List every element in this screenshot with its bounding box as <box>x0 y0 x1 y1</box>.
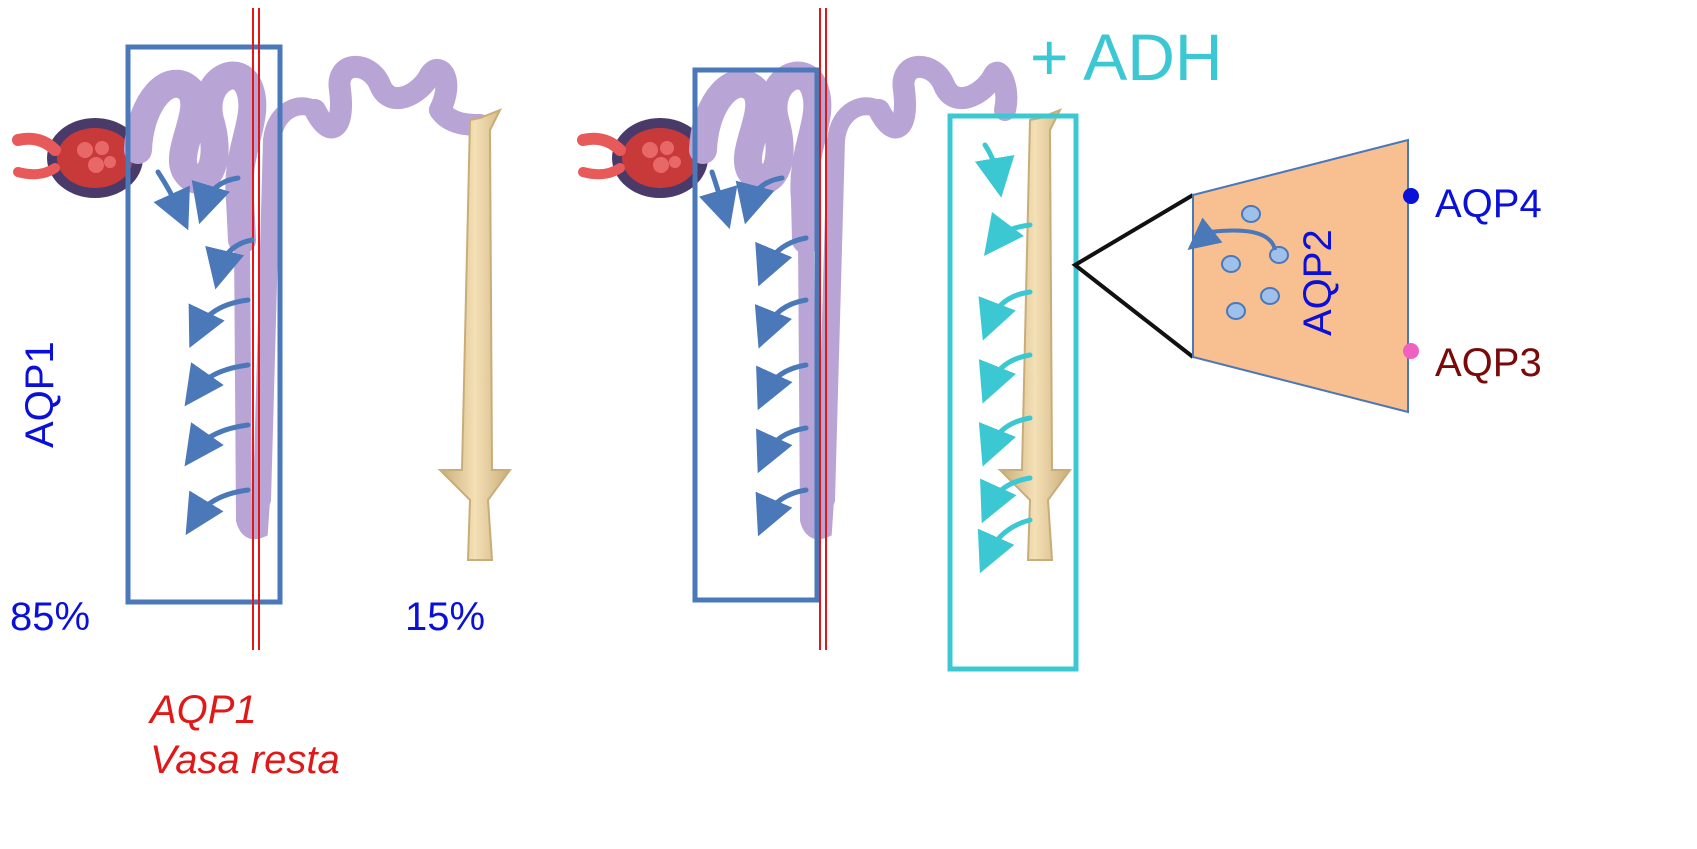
right-glomerulus <box>583 118 708 198</box>
zoom-callout-lines <box>1075 195 1193 357</box>
aqp3-label: AQP3 <box>1435 343 1542 383</box>
vasa-aqp1-label: AQP1 <box>150 690 257 730</box>
right-collecting-duct <box>1000 110 1070 560</box>
aqp4-label: AQP4 <box>1435 184 1542 224</box>
zoom-cell <box>1075 140 1419 412</box>
right-proximal-tubule <box>703 67 1006 531</box>
percent-proximal-label: 85% <box>10 597 90 637</box>
adh-label: + ADH <box>1030 24 1223 90</box>
left-collecting-duct <box>440 110 510 560</box>
vasa-recta-label: Vasa resta <box>150 740 340 780</box>
percent-collecting-label: 15% <box>405 597 485 637</box>
right-nephron <box>583 8 1076 669</box>
aqp3-dot <box>1403 343 1419 359</box>
right-collecting-box <box>950 116 1076 669</box>
aqp4-dot <box>1403 188 1419 204</box>
left-proximal-tubule <box>138 67 480 531</box>
aqp2-label: AQP2 <box>1298 229 1338 336</box>
left-side-aqp1-label: AQP1 <box>20 341 60 448</box>
left-glomerulus <box>18 118 143 198</box>
left-nephron <box>18 8 510 650</box>
